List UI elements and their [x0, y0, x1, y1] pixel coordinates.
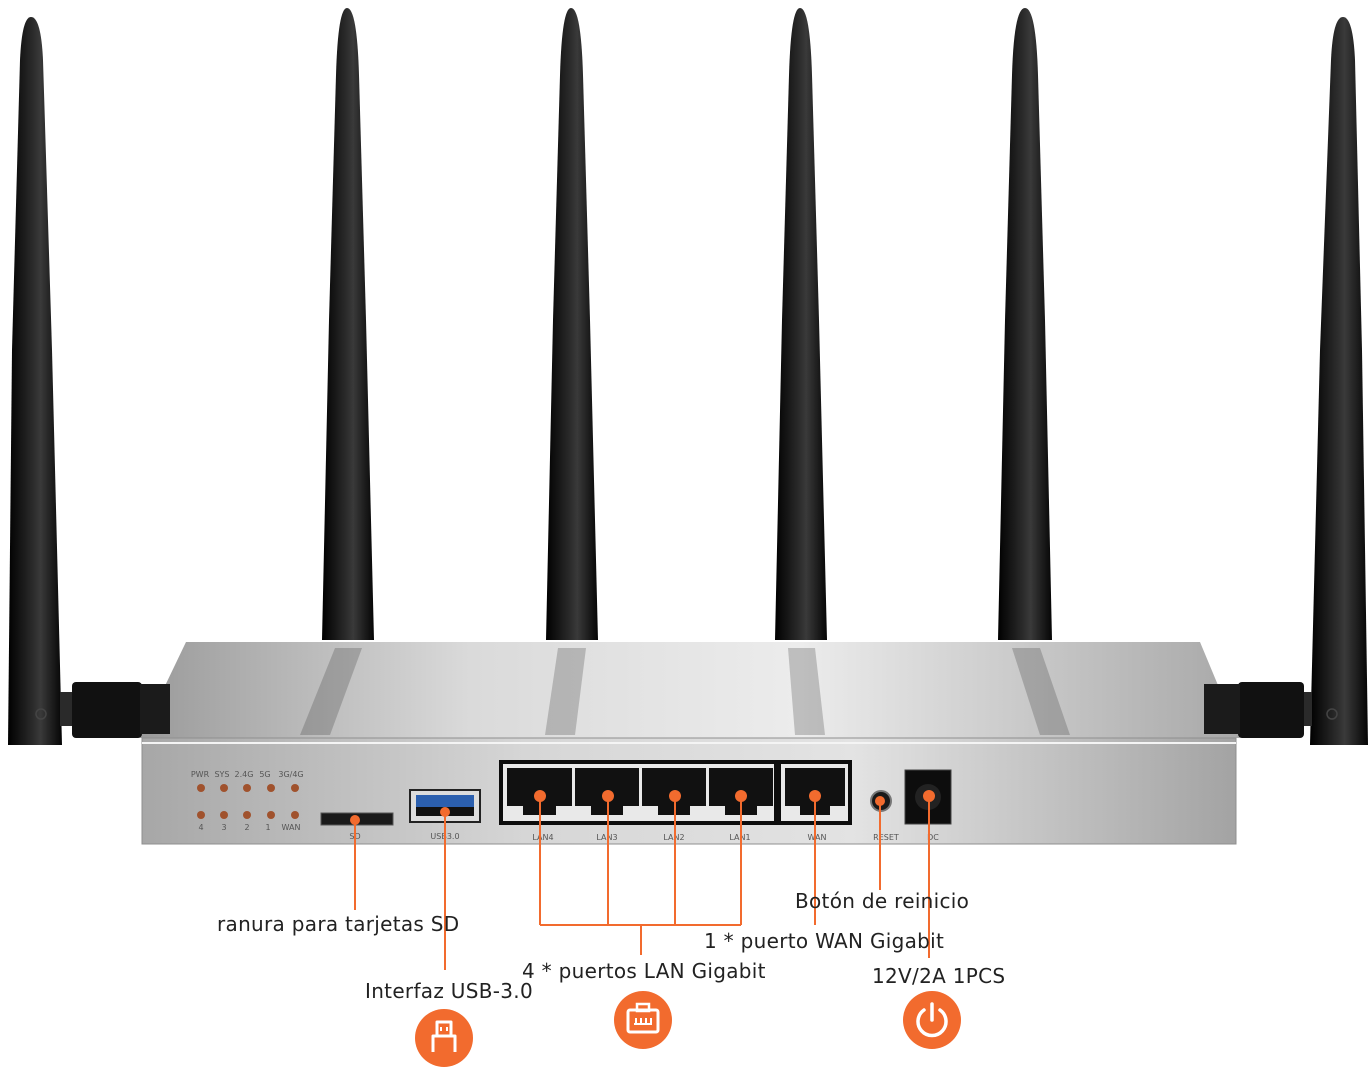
- callout-usb: Interfaz USB-3.0: [365, 979, 533, 1003]
- antenna-2: [322, 8, 374, 640]
- antenna-reflections: [300, 648, 1070, 735]
- led-label-1: 1: [265, 823, 270, 832]
- led-label-24g: 2.4G: [235, 770, 254, 779]
- callout-sd: ranura para tarjetas SD: [217, 912, 460, 936]
- led-port4: [197, 811, 205, 819]
- dc-label: DC: [927, 833, 939, 842]
- antenna-4: [775, 8, 827, 640]
- led-pwr: [197, 784, 205, 792]
- callout-leaders: [354, 796, 930, 970]
- callout-wan: 1 * puerto WAN Gigabit: [704, 929, 944, 953]
- led-3g4g: [291, 784, 299, 792]
- led-port3: [220, 811, 228, 819]
- led-label-4: 4: [198, 823, 203, 832]
- callout-power: 12V/2A 1PCS: [872, 964, 1005, 988]
- led-label-3: 3: [221, 823, 226, 832]
- router-top-panel: [140, 642, 1240, 738]
- led-label-wan: WAN: [282, 823, 301, 832]
- callout-dots: [350, 790, 935, 825]
- led-label-3g4g: 3G/4G: [278, 770, 303, 779]
- reset-label: RESET: [873, 833, 899, 842]
- lan4-label: LAN4: [532, 833, 553, 842]
- led-port2: [243, 811, 251, 819]
- led-5g: [267, 784, 275, 792]
- ethernet-icon: [614, 991, 672, 1049]
- led-panel: PWR SYS 2.4G 5G 3G/4G 4 3 2 1 WAN: [191, 770, 304, 832]
- callout-reset: Botón de reinicio: [795, 889, 969, 913]
- power-icon: [903, 991, 961, 1049]
- antenna-1: [8, 17, 170, 745]
- led-24g: [243, 784, 251, 792]
- usb-icon: [415, 1009, 473, 1067]
- antenna-5: [998, 8, 1052, 640]
- led-port1: [267, 811, 275, 819]
- wan-label: WAN: [808, 833, 827, 842]
- led-wan: [291, 811, 299, 819]
- led-label-5g: 5G: [259, 770, 270, 779]
- antenna-3: [546, 8, 598, 640]
- led-sys: [220, 784, 228, 792]
- led-label-sys: SYS: [214, 770, 229, 779]
- led-label-pwr: PWR: [191, 770, 210, 779]
- antenna-6: [1204, 17, 1368, 745]
- callout-lan: 4 * puertos LAN Gigabit: [522, 959, 766, 983]
- led-label-2: 2: [244, 823, 249, 832]
